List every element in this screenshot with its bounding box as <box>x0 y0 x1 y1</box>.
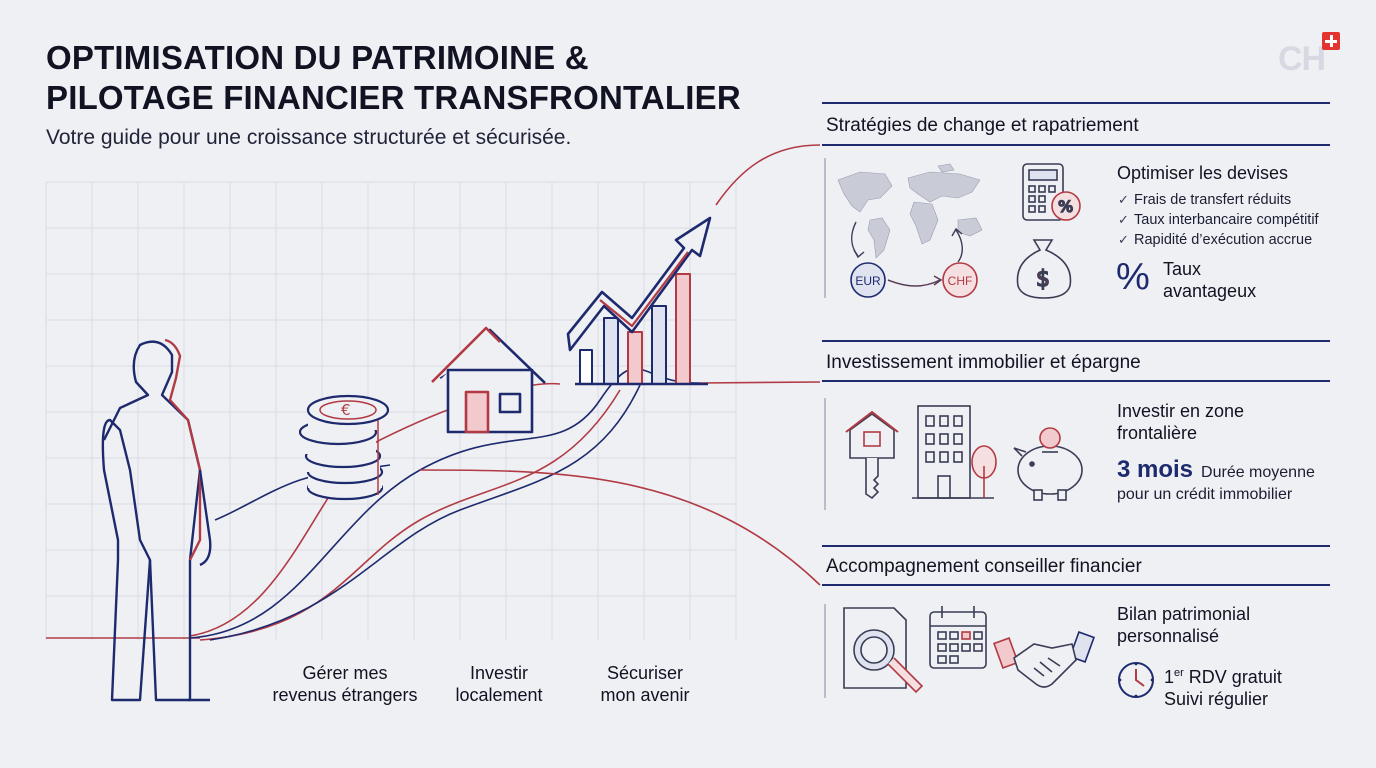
growth-bars-icon <box>566 216 712 386</box>
section-title-advisor: Accompagnement conseiller financier <box>826 556 1142 577</box>
realestate-heading: Investir en zone frontalière <box>1117 400 1244 444</box>
apartment-building-icon <box>912 405 997 499</box>
rdv-line: 1er RDV gratuit <box>1164 662 1282 688</box>
rate-label-line: Taux <box>1163 259 1202 279</box>
title-line-1: OPTIMISATION DU PATRIMOINE & <box>46 39 589 76</box>
section-divider-bottom <box>822 144 1330 146</box>
step-label-line: localement <box>455 685 543 705</box>
page-subtitle: Votre guide pour une croissance structur… <box>46 126 572 149</box>
list-item-text: Rapidité d’exécution accrue <box>1134 232 1313 248</box>
advisor-heading: Bilan patrimonial personnalisé <box>1117 603 1250 647</box>
followup-text: Suivi régulier <box>1164 689 1269 709</box>
realestate-heading-line: Investir en zone <box>1117 401 1245 421</box>
section-box-edge <box>824 158 826 298</box>
step-label-line: Gérer mes <box>302 663 388 683</box>
step-label-invest-locally: Investir localement <box>440 662 558 706</box>
section-divider-top <box>822 340 1330 342</box>
rate-label: Taux avantageux <box>1163 258 1256 302</box>
advisor-icons <box>843 606 1095 694</box>
coin-stack-icon: € <box>298 394 390 501</box>
list-item: ✓ Taux interbancaire compétitif <box>1118 210 1319 230</box>
currency-to-label: CHF <box>947 274 973 288</box>
list-item: ✓ Frais de transfert réduits <box>1118 190 1319 210</box>
calendar-icon <box>929 606 987 669</box>
duration-value: 3 mois <box>1117 456 1194 483</box>
eur-coin-icon <box>850 262 886 298</box>
rate-label-line: avantageux <box>1163 281 1257 301</box>
step-label-line: Sécuriser <box>606 663 684 683</box>
svg-text:%: % <box>1058 197 1073 216</box>
check-icon: ✓ <box>1118 232 1129 247</box>
svg-text:€: € <box>341 401 351 419</box>
exchange-icons: % $ <box>837 163 1081 299</box>
duration-desc: Durée moyenne <box>1201 464 1315 481</box>
calculator-icon: % <box>1022 163 1081 221</box>
rdv-superscript: er <box>1174 667 1184 679</box>
world-map-icon <box>837 163 983 259</box>
realestate-heading-line: frontalière <box>1117 423 1198 443</box>
svg-text:$: $ <box>1036 267 1050 292</box>
step-label-line: Investir <box>469 663 529 683</box>
rdv-text: RDV gratuit <box>1183 667 1282 687</box>
step-label-line: revenus étrangers <box>272 685 418 705</box>
exchange-heading: Optimiser les devises <box>1117 163 1289 183</box>
section-divider-bottom <box>822 380 1330 382</box>
swiss-flag-icon <box>1322 32 1340 50</box>
check-icon: ✓ <box>1118 212 1129 227</box>
step-label-manage-income: Gérer mes revenus étrangers <box>262 662 428 706</box>
list-item-text: Frais de transfert réduits <box>1134 192 1292 208</box>
clock-icon <box>1118 662 1154 698</box>
duration-stat: 3 mois Durée moyenne <box>1117 456 1315 484</box>
list-item: ✓ Rapidité d’exécution accrue <box>1118 230 1319 250</box>
brand-logo: CH <box>1278 40 1326 78</box>
money-bag-icon: $ <box>1016 239 1072 299</box>
house-icon <box>431 326 546 434</box>
advisor-heading-line: Bilan patrimonial <box>1117 604 1251 624</box>
section-divider-top <box>822 545 1330 547</box>
section-divider-top <box>822 102 1330 104</box>
document-search-icon <box>843 607 924 694</box>
check-icon: ✓ <box>1118 192 1129 207</box>
duration-desc-line2: pour un crédit immobilier <box>1117 486 1293 503</box>
section-divider-bottom <box>822 584 1330 586</box>
advisor-heading-line: personnalisé <box>1117 626 1220 646</box>
currency-from-label: EUR <box>855 274 881 288</box>
realestate-icons <box>845 405 1083 501</box>
step-label-line: mon avenir <box>600 685 690 705</box>
title-line-2: PILOTAGE FINANCIER TRANSFRONTALIER <box>46 79 741 116</box>
section-title-realestate: Investissement immobilier et épargne <box>826 352 1141 373</box>
section-title-exchange: Stratégies de change et rapatriement <box>826 115 1139 136</box>
rdv-info: 1er RDV gratuit Suivi régulier <box>1164 662 1282 710</box>
list-item-text: Taux interbancaire compétitif <box>1134 212 1319 228</box>
section-box-edge <box>824 604 826 698</box>
person-illustration <box>101 338 212 702</box>
rdv-number: 1 <box>1164 667 1175 687</box>
exchange-benefits-list: ✓ Frais de transfert réduits ✓ Taux interb… <box>1118 190 1319 250</box>
house-key-icon <box>845 410 899 500</box>
piggy-bank-icon <box>1013 427 1083 501</box>
chf-coin-icon <box>942 262 978 298</box>
section-box-edge <box>824 398 826 510</box>
step-label-secure-future: Sécuriser mon avenir <box>580 662 710 706</box>
percent-icon: % <box>1116 256 1150 298</box>
handshake-icon <box>993 631 1095 688</box>
page-title: OPTIMISATION DU PATRIMOINE & PILOTAGE FI… <box>46 38 806 118</box>
